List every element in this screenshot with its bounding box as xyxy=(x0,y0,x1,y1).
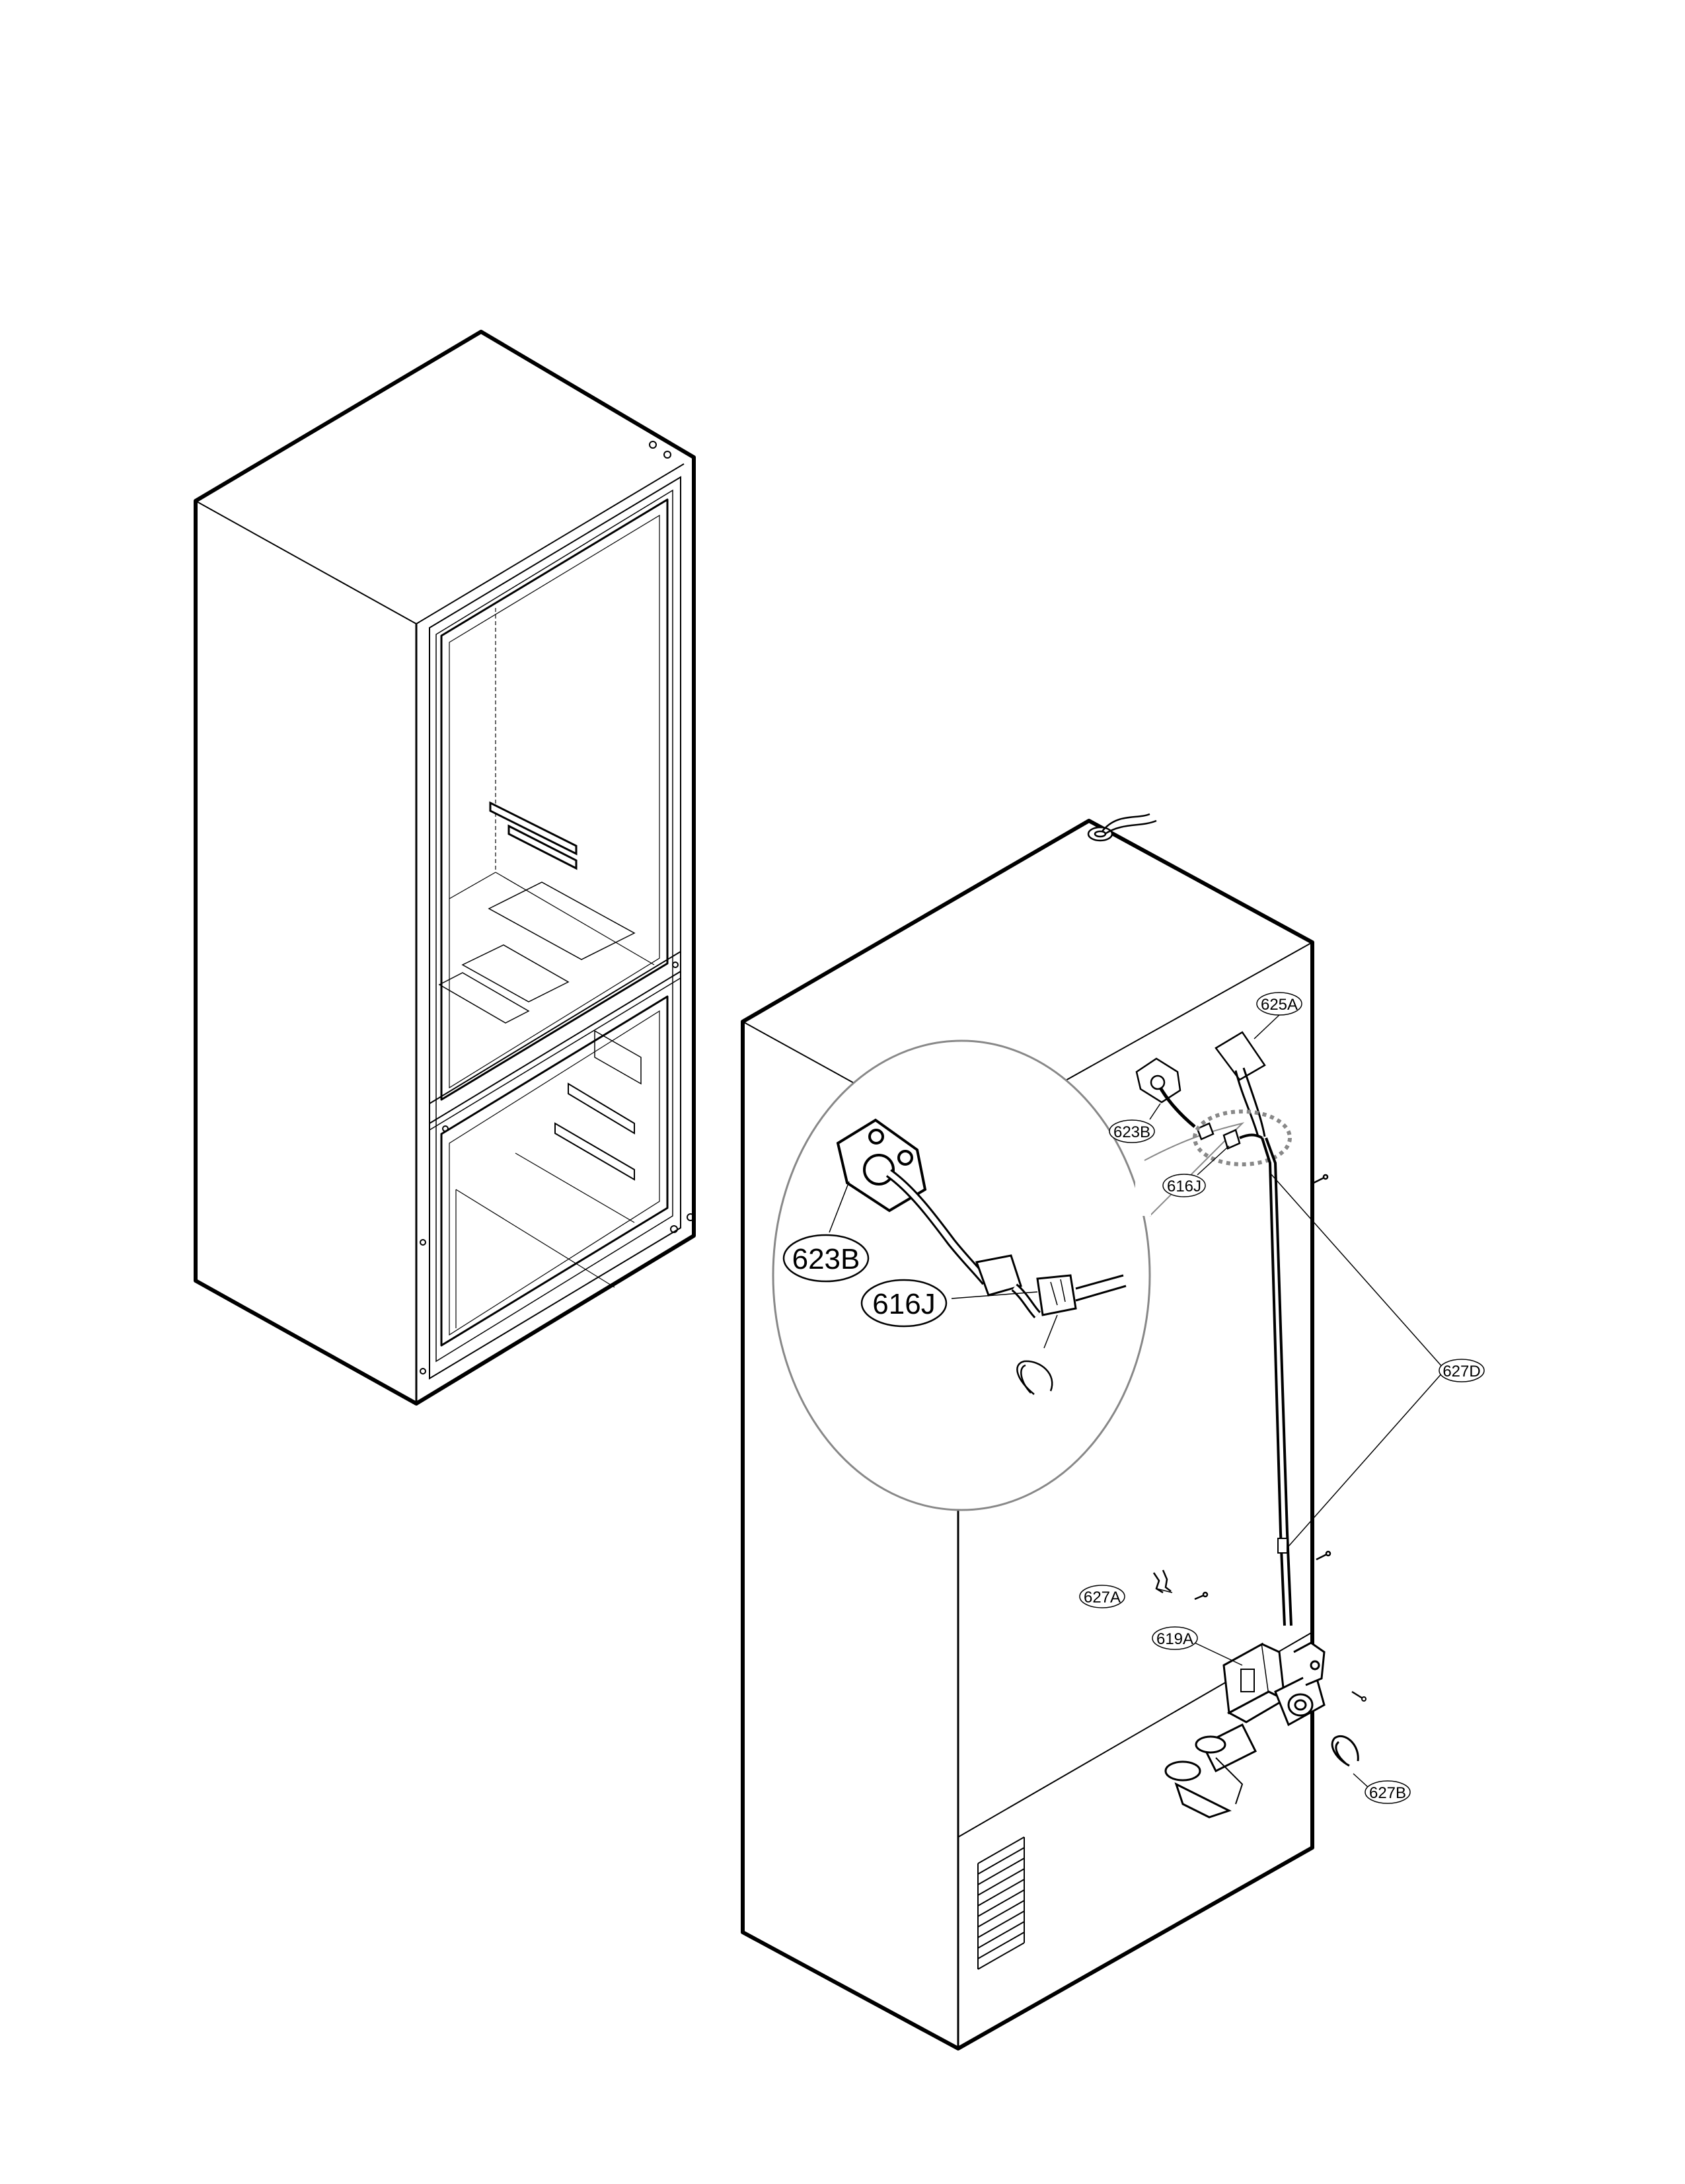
freezer-compartment xyxy=(440,995,669,1347)
callout-619a-text: 619A xyxy=(1156,1630,1193,1648)
detail-water-tube xyxy=(885,1169,1127,1318)
callout-627d-text: 627D xyxy=(1442,1363,1480,1380)
shelf-supports xyxy=(489,801,578,870)
connector-616j xyxy=(1222,1129,1263,1150)
callout-627b: 627B xyxy=(1365,1780,1411,1804)
machine-compartment-louvre xyxy=(977,1836,1025,1970)
detail-callout-616j: 616J xyxy=(860,1279,948,1328)
callout-625a-text: 625A xyxy=(1261,996,1298,1014)
callout-627a-text: 627A xyxy=(1084,1589,1121,1606)
callout-623b-text: 623B xyxy=(1113,1123,1150,1141)
detail-retaining-clip xyxy=(1016,1360,1053,1395)
callout-627b-text: 627B xyxy=(1369,1784,1406,1802)
clip-627b xyxy=(1331,1735,1359,1767)
detail-highlight-ring xyxy=(1193,1110,1292,1166)
callout-627d: 627D xyxy=(1439,1359,1485,1382)
cabinet-front-view xyxy=(194,330,696,1406)
callout-625a: 625A xyxy=(1256,992,1302,1016)
callout-627a: 627A xyxy=(1079,1585,1125,1608)
callout-623b: 623B xyxy=(1109,1119,1155,1143)
part-625a xyxy=(1215,1031,1266,1137)
water-line-assembly xyxy=(1135,1031,1367,1819)
cabinet-outline xyxy=(194,330,696,1406)
screws-627d xyxy=(1313,1174,1331,1561)
screw-holes xyxy=(420,441,694,1374)
detail-callout-623b: 623B xyxy=(782,1234,870,1283)
detail-callout-623b-text: 623B xyxy=(792,1243,860,1275)
leader-lines xyxy=(1149,1014,1444,1789)
callout-616j-text: 616J xyxy=(1167,1178,1201,1195)
callout-619a: 619A xyxy=(1152,1626,1198,1650)
freezer-slide-rail xyxy=(554,1122,635,1181)
detail-callout-616j-text: 616J xyxy=(872,1288,935,1320)
top-grommet-and-cord xyxy=(1087,813,1157,842)
clip-627a xyxy=(1152,1569,1209,1600)
fresh-food-compartment xyxy=(440,498,669,1101)
mullion xyxy=(429,950,681,1125)
callout-616j: 616J xyxy=(1162,1174,1206,1197)
inlet-fitting-623b xyxy=(1135,1057,1215,1141)
water-valve-619a xyxy=(1164,1641,1326,1819)
rear-water-tube xyxy=(1261,1137,1286,1626)
